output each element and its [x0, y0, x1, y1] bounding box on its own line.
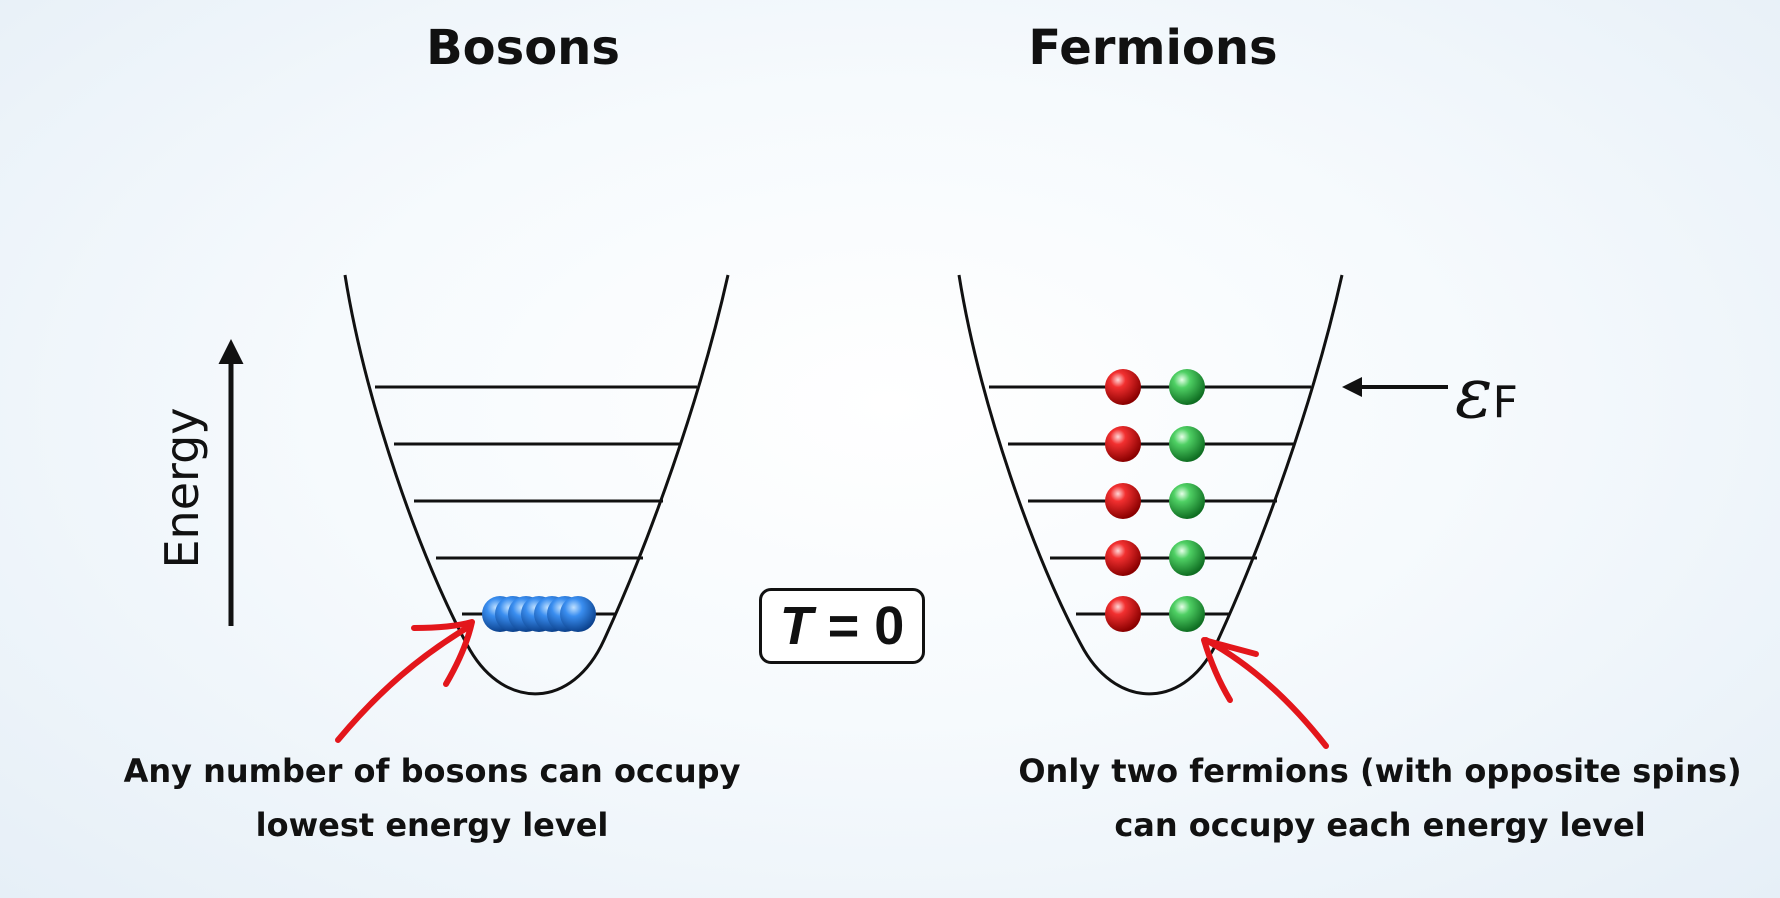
boson-particles	[482, 596, 596, 632]
fermion-spin-down	[1169, 426, 1205, 462]
fermions-caption-line-2: can occupy each energy level	[1114, 806, 1646, 844]
fermion-spin-up	[1105, 596, 1141, 632]
bosons-caption: Any number of bosons can occupy lowest e…	[124, 744, 741, 852]
fermions-caption-line-1: Only two fermions (with opposite spins)	[1018, 752, 1742, 790]
temperature-variable: T	[779, 596, 813, 656]
fermion-particles	[1105, 369, 1205, 632]
fermion-potential-well	[957, 274, 1344, 696]
bosons-title: Bosons	[426, 20, 620, 76]
fermion-spin-up	[1105, 426, 1141, 462]
fermion-spin-up	[1105, 369, 1141, 405]
temperature-box: T = 0	[759, 588, 925, 664]
fermion-spin-down	[1169, 596, 1205, 632]
fermion-pointer-arrow	[1201, 637, 1329, 749]
bosons-caption-line-2: lowest energy level	[255, 806, 609, 844]
fermion-spin-up	[1105, 483, 1141, 519]
fermion-spin-down	[1169, 369, 1205, 405]
fermion-spin-up	[1105, 540, 1141, 576]
fermions-caption: Only two fermions (with opposite spins) …	[1018, 744, 1741, 852]
fermion-spin-down	[1169, 540, 1205, 576]
boson-pointer-arrow	[335, 619, 475, 743]
fermion-spin-down	[1169, 483, 1205, 519]
temperature-value: = 0	[812, 596, 905, 656]
fermi-energy-symbol: ε	[1455, 352, 1493, 434]
fermi-energy-label: εF	[1455, 352, 1518, 434]
energy-axis-label: Energy	[155, 407, 209, 569]
fermi-energy-subscript: F	[1492, 377, 1518, 428]
boson-potential-well	[343, 274, 730, 696]
fermions-title: Fermions	[1028, 20, 1278, 76]
bosons-caption-line-1: Any number of bosons can occupy	[123, 752, 741, 790]
boson-particle	[560, 596, 596, 632]
